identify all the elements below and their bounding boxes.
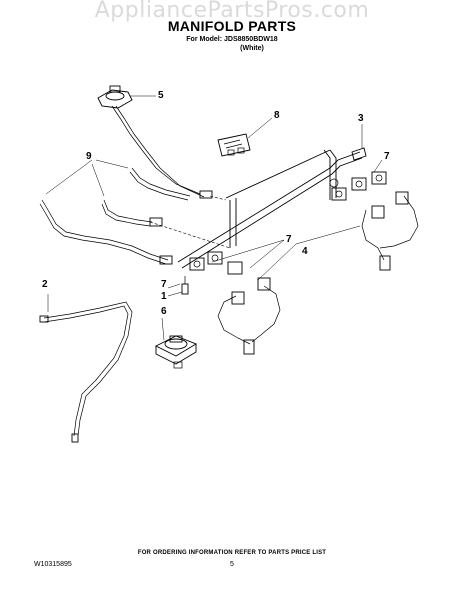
part-8-bracket bbox=[217, 133, 251, 157]
part-1-fitting bbox=[181, 276, 189, 295]
part-9-tubing bbox=[39, 167, 191, 265]
callout-2: 2 bbox=[42, 279, 48, 290]
callout-8: 8 bbox=[274, 110, 280, 121]
callout-4: 4 bbox=[302, 246, 308, 257]
callout-1: 1 bbox=[161, 291, 167, 302]
callout-7-right: 7 bbox=[384, 151, 390, 162]
part-5-valve bbox=[97, 85, 213, 199]
callout-9: 9 bbox=[86, 151, 92, 162]
model-line: For Model: JDS8850BDW18 bbox=[186, 36, 278, 43]
callout-7-center: 7 bbox=[286, 234, 292, 245]
part-4-igniter-wires-right bbox=[361, 191, 419, 271]
part-6-regulator bbox=[154, 335, 198, 369]
part-2-supply-tube bbox=[39, 301, 133, 443]
part-4-igniter-wires-left bbox=[217, 277, 281, 355]
callout-5: 5 bbox=[158, 90, 164, 101]
color-variant: (White) bbox=[240, 45, 264, 52]
callout-7-left: 7 bbox=[161, 279, 167, 290]
part-7-valves-left bbox=[189, 251, 243, 275]
page-title: MANIFOLD PARTS bbox=[167, 18, 297, 34]
part-7-valves-right bbox=[331, 171, 387, 201]
callout-3: 3 bbox=[358, 113, 364, 124]
watermark: AppliancePartsPros.com bbox=[94, 0, 370, 23]
page-number: 5 bbox=[230, 561, 234, 568]
part-3-manifold bbox=[177, 147, 367, 269]
callout-6: 6 bbox=[161, 306, 167, 317]
callout-leaders bbox=[45, 95, 383, 341]
ordering-note: FOR ORDERING INFORMATION REFER TO PARTS … bbox=[137, 550, 327, 556]
document-number: W10315895 bbox=[34, 561, 72, 568]
